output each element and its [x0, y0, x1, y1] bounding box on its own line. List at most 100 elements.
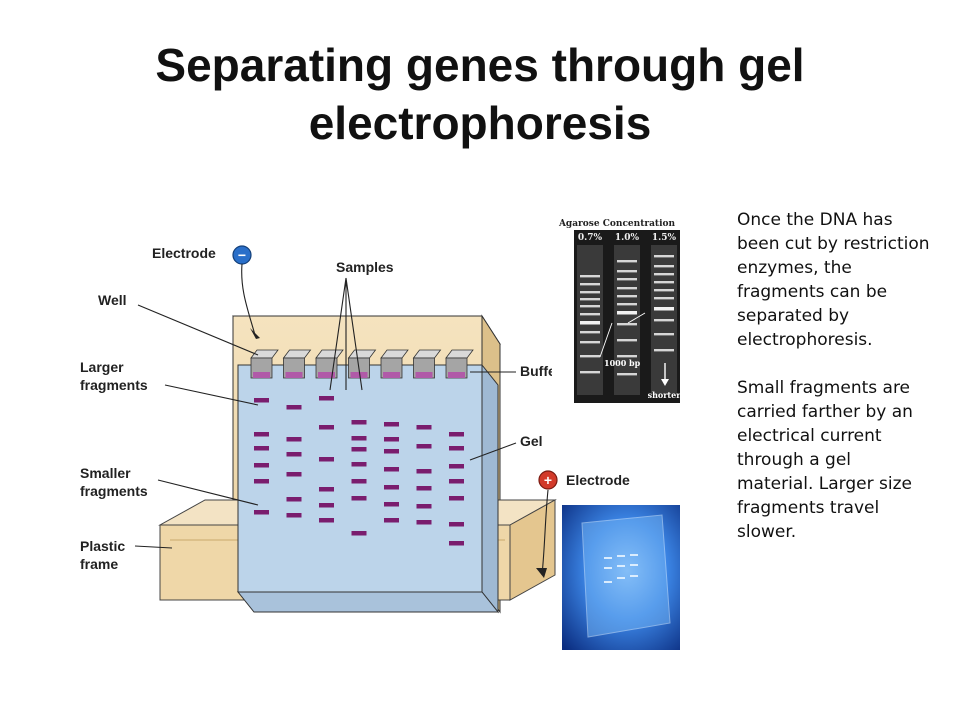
dna-band	[286, 513, 302, 518]
photo-band	[617, 303, 637, 306]
dna-band	[319, 425, 334, 430]
photo-band	[654, 319, 674, 322]
well-comb	[250, 349, 474, 379]
explanation-text: Once the DNA has been cut by restriction…	[737, 208, 932, 544]
photo-band	[580, 298, 600, 301]
dna-band	[449, 522, 464, 527]
dna-band	[319, 457, 334, 462]
photo-band	[580, 291, 600, 294]
dna-band	[254, 463, 269, 468]
dna-band	[449, 446, 464, 451]
dna-band	[351, 496, 367, 501]
well-sample	[383, 372, 400, 378]
dna-band	[254, 446, 269, 451]
photo-band	[580, 341, 600, 344]
label-larger-2: fragments	[80, 377, 148, 393]
lane-label-1: 0.7%	[578, 233, 603, 243]
label-plastic-2: frame	[80, 556, 118, 572]
dna-band	[416, 520, 432, 525]
paragraph-1: Once the DNA has been cut by restriction…	[737, 210, 930, 350]
label-larger-1: Larger	[80, 359, 124, 375]
dna-bands	[254, 396, 464, 546]
label-plastic-1: Plastic	[80, 538, 125, 554]
photo-band	[617, 287, 637, 290]
dna-band	[319, 396, 334, 401]
label-gel: Gel	[520, 433, 543, 449]
photo-band	[654, 307, 674, 311]
photo-band	[617, 355, 637, 358]
uv-gel-photograph	[562, 505, 680, 650]
dna-band	[384, 467, 399, 472]
label-smaller-1: Smaller	[80, 465, 131, 481]
label-electrode-bottom: Electrode	[566, 472, 630, 488]
dna-band	[416, 486, 432, 491]
label-buffer: Buffer	[520, 363, 562, 379]
dna-band	[286, 497, 302, 502]
dna-band	[384, 422, 399, 427]
photo-band	[617, 270, 637, 273]
dna-band	[351, 436, 367, 441]
dna-band	[384, 437, 399, 442]
photo-band	[580, 313, 600, 316]
dna-band	[416, 504, 432, 509]
well-sample	[448, 372, 465, 378]
label-samples: Samples	[336, 259, 394, 275]
lane-label-2: 1.0%	[615, 233, 640, 243]
dna-band	[254, 398, 269, 403]
arrow-label: shorter	[648, 390, 682, 400]
photo-band	[580, 371, 600, 374]
photo-band	[617, 278, 637, 281]
photo-band	[654, 333, 674, 336]
photo-band	[580, 305, 600, 308]
lane-label-3: 1.5%	[652, 233, 677, 243]
dna-band	[449, 432, 464, 437]
positive-sign: +	[544, 472, 552, 488]
well-sample	[415, 372, 433, 378]
photo-band	[654, 255, 674, 258]
dna-band	[319, 518, 334, 523]
dna-band	[416, 444, 432, 449]
dna-band	[449, 479, 464, 484]
photo-band	[580, 355, 600, 358]
photo-band	[654, 289, 674, 292]
photo-band	[617, 323, 637, 326]
dna-band	[384, 449, 399, 454]
label-smaller-2: fragments	[80, 483, 148, 499]
photo-band	[617, 373, 637, 376]
well-sample	[318, 372, 335, 378]
dna-band	[319, 503, 334, 508]
photo-band	[580, 321, 600, 325]
well-sample	[285, 372, 303, 378]
marker-label: 1000 bp	[604, 358, 641, 368]
gel-slab	[236, 363, 500, 614]
dna-band	[351, 531, 367, 536]
dna-band	[449, 496, 464, 501]
dna-band	[416, 469, 432, 474]
dna-band	[254, 479, 269, 484]
dna-band	[351, 420, 367, 425]
samples-leaders	[329, 277, 363, 391]
photo-band	[617, 260, 637, 263]
well-leader	[137, 304, 259, 356]
negative-sign: −	[238, 247, 246, 263]
uv-bands	[604, 554, 638, 583]
dna-band	[351, 447, 367, 452]
photo-lane	[614, 245, 640, 395]
well-sample	[350, 372, 368, 378]
paragraph-2: Small fragments are carried farther by a…	[737, 378, 913, 542]
photo-band	[580, 275, 600, 278]
label-electrode-top: Electrode	[152, 245, 216, 261]
dna-band	[351, 462, 367, 467]
dna-band	[416, 425, 432, 430]
photo-lane	[577, 245, 603, 395]
dna-band	[384, 518, 399, 523]
dna-band	[384, 485, 399, 490]
positive-electrode: +	[536, 470, 558, 578]
photo-band	[580, 283, 600, 286]
photo-band	[654, 273, 674, 276]
dna-band	[286, 452, 302, 457]
dna-band	[384, 502, 399, 507]
gel-leader	[469, 442, 517, 461]
